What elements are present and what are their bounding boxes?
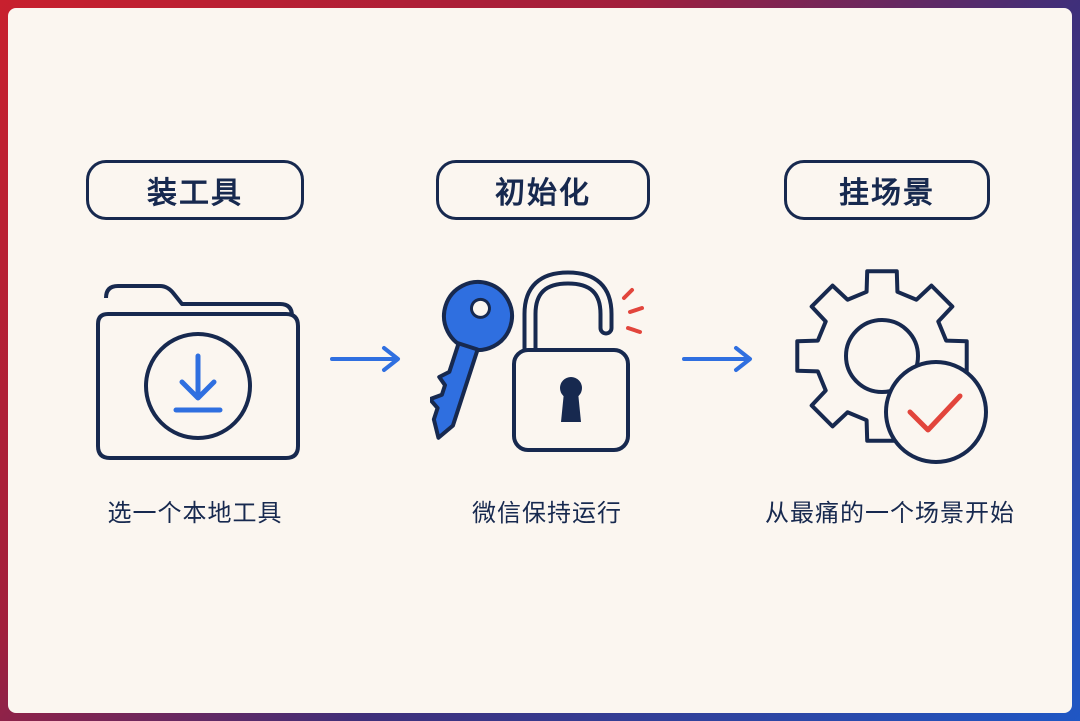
step-2-title-pill: 初始化 <box>436 160 650 220</box>
arrow-right-icon <box>330 346 400 372</box>
step-1-title-pill: 装工具 <box>86 160 304 220</box>
folder-download-icon <box>96 284 300 460</box>
step-1-title: 装工具 <box>147 176 243 211</box>
arrow-right-icon <box>682 346 752 372</box>
step-3-title-pill: 挂场景 <box>784 160 990 220</box>
gear-check-icon <box>795 269 988 464</box>
step-2-caption: 微信保持运行 <box>472 498 622 527</box>
check-mark-icon <box>907 393 963 433</box>
step-1-caption: 选一个本地工具 <box>107 498 283 527</box>
step-2-title: 初始化 <box>495 176 591 211</box>
step-3-caption: 从最痛的一个场景开始 <box>765 498 1015 527</box>
gear-hub <box>844 318 920 394</box>
key-unlock-icon <box>430 270 644 452</box>
check-badge <box>884 360 988 464</box>
step-3-title: 挂场景 <box>839 176 935 211</box>
